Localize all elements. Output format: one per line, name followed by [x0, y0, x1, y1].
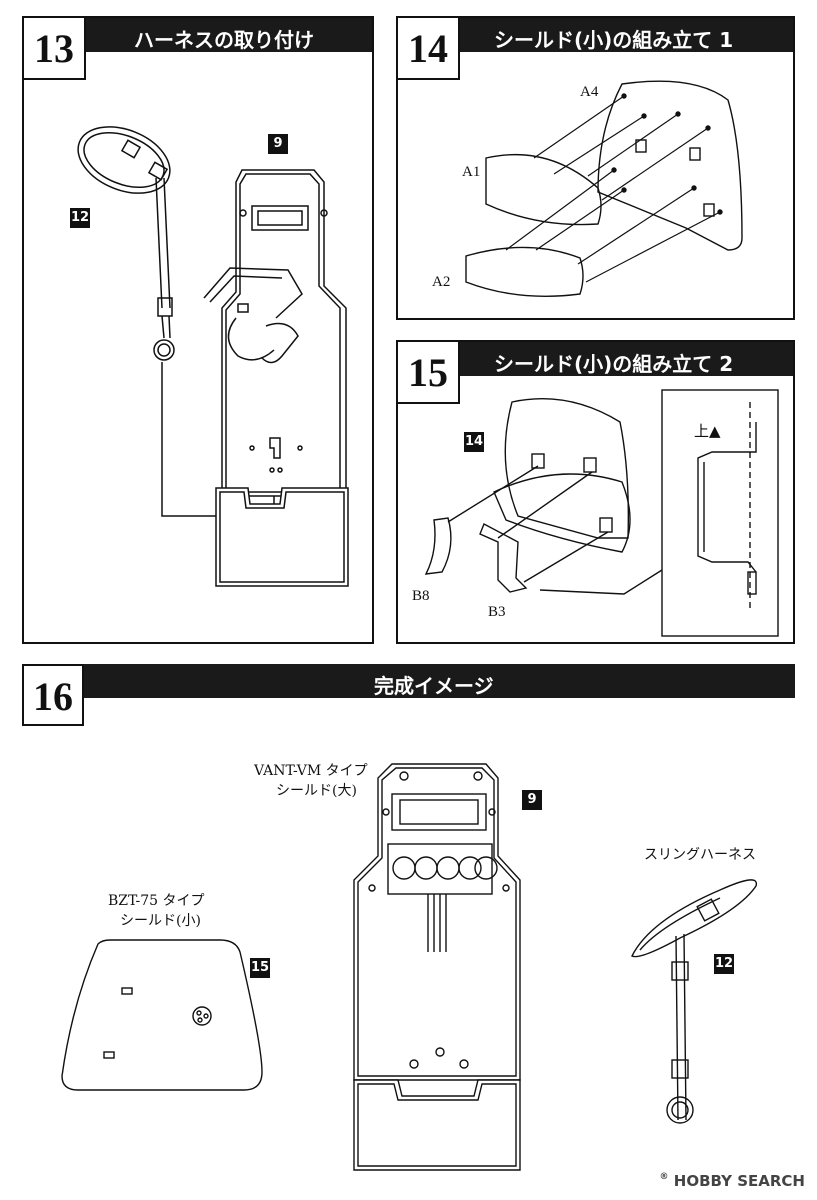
small-shield-caption-2: シールド(小)	[120, 913, 201, 929]
part-9-final-badge: 9	[522, 790, 542, 810]
label-b3: B3	[488, 604, 506, 620]
step-14-panel: シールド(小)の組み立て 1 14 A4 A1 A2	[396, 16, 795, 320]
step-16-header: 完成イメージ	[22, 664, 795, 698]
shield-small-assembly-illustration	[424, 389, 779, 637]
step-15-panel: シールド(小)の組み立て 2 15 14 B8 B3 上▲	[396, 340, 795, 644]
label-a4: A4	[580, 84, 599, 100]
part-9-badge: 9	[268, 134, 288, 154]
step-16-number: 16	[22, 664, 84, 726]
harness-caption: スリングハーネス	[644, 847, 756, 863]
label-b8: B8	[412, 588, 430, 604]
shield-small-parts-illustration	[465, 80, 743, 297]
small-shield-caption-1: BZT-75 タイプ	[108, 893, 205, 909]
step-13-number: 13	[24, 18, 86, 80]
large-shield-caption-1: VANT-VM タイプ	[254, 763, 368, 779]
watermark-brand: HOBBY SEARCH	[673, 1172, 805, 1190]
step-14-number: 14	[398, 18, 460, 80]
step-15-header: シールド(小)の組み立て 2	[398, 342, 793, 376]
step-14-header: シールド(小)の組み立て 1	[398, 18, 793, 52]
step-13-title: ハーネスの取り付け	[134, 28, 314, 52]
label-a2: A2	[432, 274, 451, 290]
up-indicator: 上▲	[694, 422, 721, 440]
step-15-number: 15	[398, 342, 460, 404]
label-a1: A1	[462, 164, 481, 180]
shield-9-illustration	[203, 169, 349, 587]
harness-illustration	[77, 126, 275, 517]
hobby-search-watermark: ® HOBBY SEARCH	[660, 1172, 805, 1190]
step-15-title: シールド(小)の組み立て 2	[494, 352, 734, 376]
part-12-badge: 12	[70, 208, 90, 228]
watermark-reg: ®	[659, 1172, 669, 1182]
large-shield-caption-2: シールド(大)	[276, 783, 357, 799]
part-14-badge: 14	[464, 432, 484, 452]
step-14-title: シールド(小)の組み立て 1	[494, 28, 734, 52]
step-16-title: 完成イメージ	[374, 674, 494, 698]
part-12-final-badge: 12	[714, 954, 734, 974]
part-15-final-badge: 15	[250, 958, 270, 978]
step-13-panel: ハーネスの取り付け 13 9 12	[22, 16, 374, 644]
